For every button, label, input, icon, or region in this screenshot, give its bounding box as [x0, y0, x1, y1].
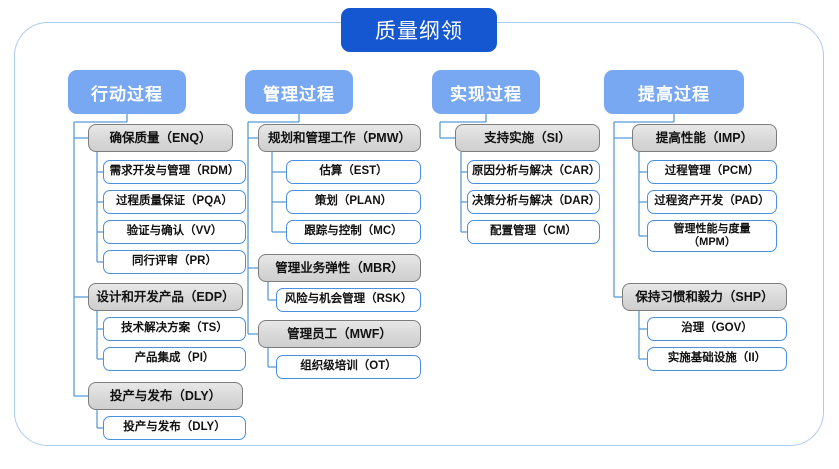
category-box-imp[interactable]: 提高性能（IMP） — [632, 124, 777, 152]
leaf-box-pr[interactable]: 同行评审（PR） — [103, 250, 246, 274]
leaf-box-mc[interactable]: 跟踪与控制（MC） — [286, 220, 421, 244]
leaf-box-gov[interactable]: 治理（GOV） — [647, 317, 787, 341]
leaf-box-pi[interactable]: 产品集成（PI） — [103, 347, 246, 371]
category-box-shp[interactable]: 保持习惯和毅力（SHP） — [622, 283, 787, 311]
leaf-box-mpm[interactable]: 管理性能与度量（MPM） — [647, 220, 777, 252]
category-box-enq[interactable]: 确保质量（ENQ） — [88, 124, 233, 152]
category-box-si[interactable]: 支持实施（SI） — [455, 124, 600, 152]
column-header-action-process[interactable]: 行动过程 — [68, 70, 186, 114]
leaf-box-pad[interactable]: 过程资产开发（PAD） — [647, 190, 777, 214]
leaf-box-est[interactable]: 估算（EST） — [286, 160, 421, 184]
leaf-box-car[interactable]: 原因分析与解决（CAR） — [467, 160, 600, 184]
category-box-pmw[interactable]: 规划和管理工作（PMW） — [258, 124, 421, 152]
column-header-improvement-process[interactable]: 提高过程 — [604, 70, 744, 114]
leaf-box-ii[interactable]: 实施基础设施（II） — [647, 347, 787, 371]
category-box-edp[interactable]: 设计和开发产品（EDP） — [88, 283, 243, 311]
category-box-mbr[interactable]: 管理业务弹性（MBR） — [258, 254, 421, 282]
column-header-realization-process[interactable]: 实现过程 — [432, 70, 540, 114]
category-box-mwf[interactable]: 管理员工（MWF） — [258, 320, 421, 348]
leaf-box-vv[interactable]: 验证与确认（VV） — [103, 220, 246, 244]
category-box-dly[interactable]: 投产与发布（DLY） — [88, 382, 243, 410]
leaf-box-cm[interactable]: 配置管理（CM） — [467, 220, 600, 244]
leaf-box-rsk[interactable]: 风险与机会管理（RSK） — [276, 288, 421, 312]
diagram-title: 质量纲领 — [341, 8, 497, 52]
leaf-box-pqa[interactable]: 过程质量保证（PQA） — [103, 190, 246, 214]
leaf-box-ot[interactable]: 组织级培训（OT） — [276, 355, 421, 379]
leaf-box-dar[interactable]: 决策分析与解决（DAR） — [467, 190, 600, 214]
leaf-box-ts[interactable]: 技术解决方案（TS） — [103, 317, 246, 341]
leaf-box-rdm[interactable]: 需求开发与管理（RDM） — [103, 160, 246, 184]
column-header-management-process[interactable]: 管理过程 — [245, 70, 353, 114]
leaf-box-pcm[interactable]: 过程管理（PCM） — [647, 160, 777, 184]
leaf-box-plan[interactable]: 策划（PLAN） — [286, 190, 421, 214]
leaf-box-dly[interactable]: 投产与发布（DLY） — [103, 416, 246, 440]
